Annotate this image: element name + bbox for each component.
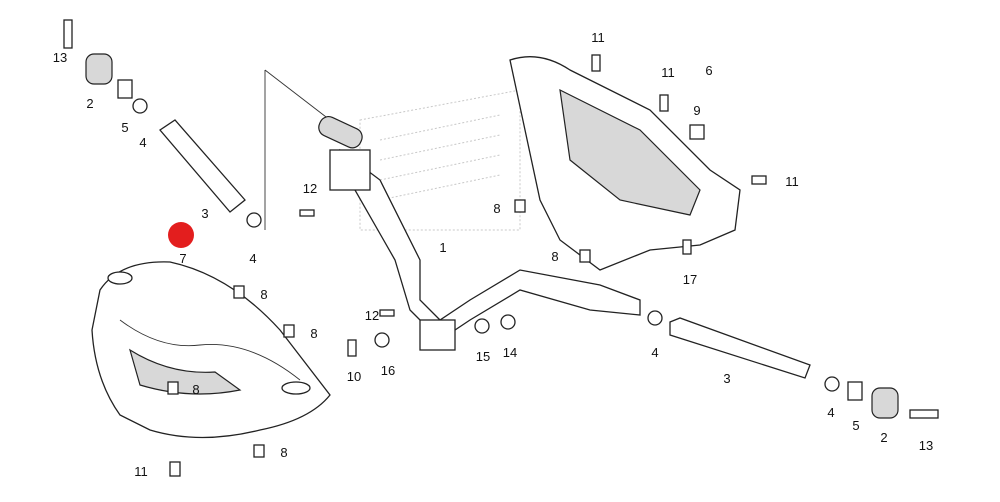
callout-label-16: 16 [381, 363, 395, 378]
callout-label-4: 4 [139, 135, 146, 150]
weight-2-right [871, 387, 899, 419]
callout-label-8: 8 [192, 382, 199, 397]
weight-rod-3-left [159, 119, 246, 213]
callout-label-8: 8 [551, 249, 558, 264]
callout-label-11: 11 [661, 65, 675, 80]
weight-2-left [85, 53, 113, 85]
callout-label-6: 6 [705, 63, 712, 78]
callout-label-5: 5 [121, 120, 128, 135]
callout-label-17: 17 [683, 272, 697, 287]
callout-label-12: 12 [365, 308, 379, 323]
callout-label-8: 8 [280, 445, 287, 460]
weight-rod-3-right [669, 317, 811, 379]
callout-label-1: 1 [439, 240, 446, 255]
callout-label-13: 13 [919, 438, 933, 453]
callout-label-11: 11 [134, 464, 148, 479]
handlebar-pipe [334, 148, 641, 341]
bolt-13-right [909, 409, 939, 419]
callout-label-3: 3 [201, 206, 208, 221]
callout-label-12: 12 [303, 181, 317, 196]
callout-label-13: 13 [53, 50, 67, 65]
callout-label-4: 4 [827, 405, 834, 420]
bolt-13-left [63, 19, 73, 49]
callout-label-9: 9 [693, 103, 700, 118]
callout-label-8: 8 [493, 201, 500, 216]
callout-label-11: 11 [785, 174, 799, 189]
callout-label-8: 8 [310, 326, 317, 341]
watermark-logo [359, 89, 521, 231]
marker-dot [168, 222, 194, 248]
callout-label-4: 4 [651, 345, 658, 360]
callout-label-7: 7 [179, 251, 186, 266]
callout-label-10: 10 [347, 369, 361, 384]
callout-label-15: 15 [476, 349, 490, 364]
callout-label-14: 14 [503, 345, 517, 360]
handle-cover-front [91, 261, 331, 439]
callout-label-2: 2 [86, 96, 93, 111]
callout-label-3: 3 [723, 371, 730, 386]
callout-label-11: 11 [591, 30, 605, 45]
callout-label-2: 2 [880, 430, 887, 445]
callout-label-8: 8 [260, 287, 267, 302]
callout-label-4: 4 [249, 251, 256, 266]
callout-label-5: 5 [852, 418, 859, 433]
